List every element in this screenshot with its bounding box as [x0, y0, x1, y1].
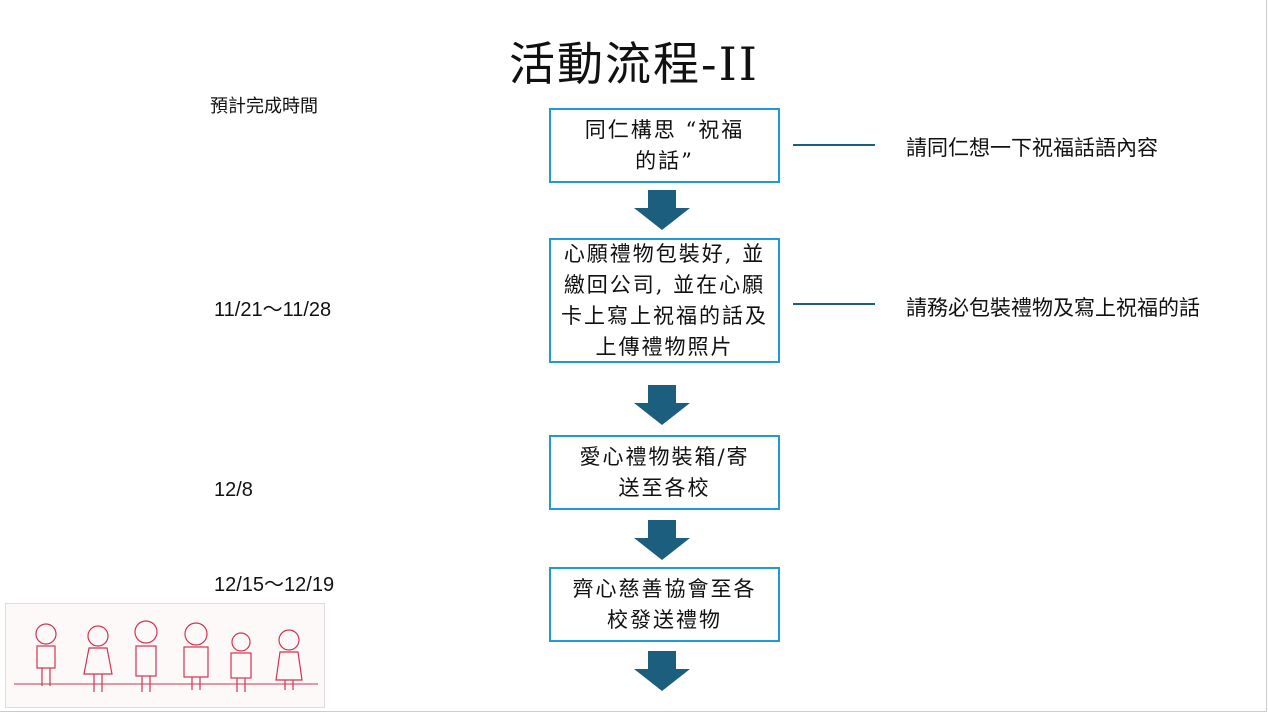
step-text: 上傳禮物照片 [595, 334, 734, 359]
note-text: 請務必包裝禮物及寫上祝福的話 [906, 297, 1200, 320]
step-text: 齊心慈善協會至各 [572, 576, 757, 601]
connector-line [793, 144, 875, 146]
flow-step-3: 愛心禮物裝箱/寄 送至各校 [549, 435, 780, 510]
down-arrow-icon [634, 190, 690, 230]
date-label: 12/15～12/19 [214, 574, 335, 596]
slide-title: 活動流程-II [509, 37, 759, 91]
down-arrow-icon [634, 651, 690, 691]
flow-step-4: 齊心慈善協會至各 校發送禮物 [549, 567, 780, 642]
flow-step-2: 心願禮物包裝好, 並 繳回公司, 並在心願 卡上寫上祝福的話及 上傳禮物照片 [549, 238, 780, 363]
step-text: 送至各校 [618, 475, 711, 500]
step-text: 同仁構思 “祝福 [584, 117, 745, 142]
note-text: 請同仁想一下祝福話語內容 [906, 137, 1158, 160]
step-text: 心願禮物包裝好, 並 [563, 241, 766, 266]
flow-step-1: 同仁構思 “祝福 的話” [549, 108, 780, 183]
down-arrow-icon [634, 385, 690, 425]
step-text: 的話” [635, 148, 694, 173]
date-label: 12/8 [214, 479, 253, 501]
step-text: 愛心禮物裝箱/寄 [579, 444, 750, 469]
step-text: 卡上寫上祝福的話及 [561, 303, 768, 328]
step-text: 校發送禮物 [607, 607, 722, 632]
down-arrow-icon [634, 520, 690, 560]
connector-line [793, 303, 875, 305]
children-illustration [5, 603, 325, 708]
step-text: 繳回公司, 並在心願 [563, 272, 766, 297]
date-label: 11/21～11/28 [214, 299, 332, 321]
schedule-heading: 預計完成時間 [210, 96, 318, 117]
